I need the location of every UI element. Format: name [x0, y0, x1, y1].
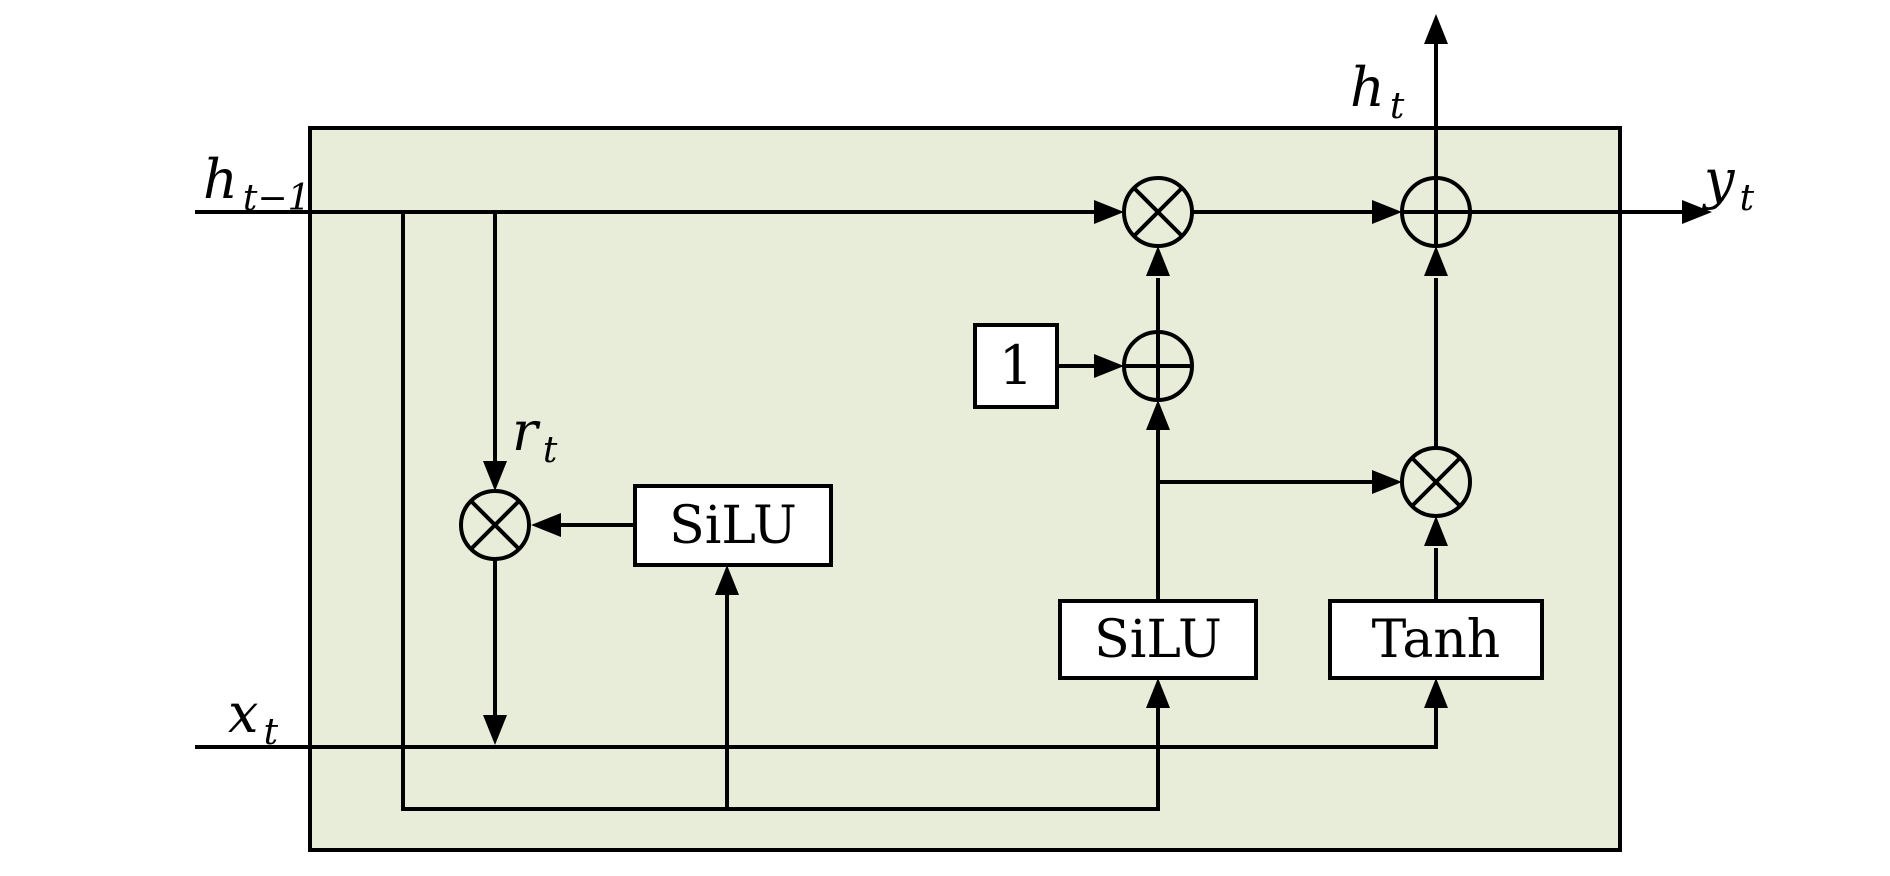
multiply-cross-icon	[1410, 456, 1462, 508]
arrowhead-reset-to-x-wire	[483, 715, 507, 745]
arrowhead-into-mul-top	[1094, 200, 1124, 224]
arrowhead-h-out	[1424, 14, 1448, 44]
h-tap-to-silu-update-wire	[401, 212, 1160, 811]
one-box	[973, 323, 1059, 409]
arrowhead-into-silu-update	[1146, 678, 1170, 708]
math-labels: h t−1 x t h t y t r t	[203, 56, 1755, 753]
arrowhead-into-mul-top-bottom	[1146, 246, 1170, 276]
arrowhead-into-mul-candidate	[1372, 470, 1402, 494]
multiply-node-reset	[459, 489, 531, 561]
y-out-label: y t	[1702, 148, 1755, 219]
tanh-label: Tanh	[1372, 610, 1501, 670]
r-gate-base: r	[512, 400, 541, 463]
arrowhead-into-silu-reset	[715, 565, 739, 595]
h-prev-label: h t−1	[203, 148, 310, 219]
arrowhead-mul-into-add-output	[1424, 246, 1448, 276]
h-out-sub: t	[1390, 86, 1405, 127]
arrowhead-rt-down	[483, 461, 507, 491]
arrowhead-one-into-add	[1094, 354, 1124, 378]
x-in-sub: t	[264, 712, 279, 753]
arrowhead-into-add-output	[1372, 200, 1402, 224]
h-out-label: h t	[1350, 56, 1405, 127]
r-gate-sub: t	[543, 430, 558, 471]
add-node-one	[1122, 330, 1194, 402]
silu-reset-label: SiLU	[669, 496, 797, 556]
y-out-base: y	[1702, 148, 1736, 211]
arrowheads	[483, 14, 1712, 745]
x-in-base: x	[228, 682, 258, 745]
silu-update-label: SiLU	[1094, 610, 1222, 670]
h-out-base: h	[1350, 56, 1385, 119]
arrowhead-into-add-one	[1146, 400, 1170, 430]
multiply-node-candidate	[1400, 446, 1472, 518]
multiply-cross-icon	[469, 499, 521, 551]
arrowhead-into-tanh	[1424, 678, 1448, 708]
add-node-output	[1400, 176, 1472, 248]
silu-update-box	[1058, 599, 1258, 680]
h-prev-base: h	[203, 148, 238, 211]
arrowhead-y-out	[1682, 200, 1712, 224]
x-in-wire	[195, 706, 1438, 749]
operator-nodes	[459, 176, 1472, 561]
arrowhead-silu-into-mul-reset	[531, 513, 561, 537]
function-boxes: SiLU SiLU Tanh 1	[633, 323, 1544, 680]
y-out-sub: t	[1740, 178, 1755, 219]
plus-icon	[1124, 332, 1192, 400]
multiply-node-top	[1122, 176, 1194, 248]
tanh-box	[1328, 599, 1544, 680]
silu-reset-box	[633, 484, 833, 567]
plus-icon	[1402, 178, 1470, 246]
r-gate-label: r t	[512, 400, 558, 471]
multiply-cross-icon	[1132, 186, 1184, 238]
x-in-label: x t	[228, 682, 279, 753]
wires	[195, 42, 1684, 811]
arrowhead-tanh-into-mul	[1424, 516, 1448, 546]
one-label: 1	[999, 334, 1033, 397]
h-prev-sub: t−1	[243, 178, 311, 219]
